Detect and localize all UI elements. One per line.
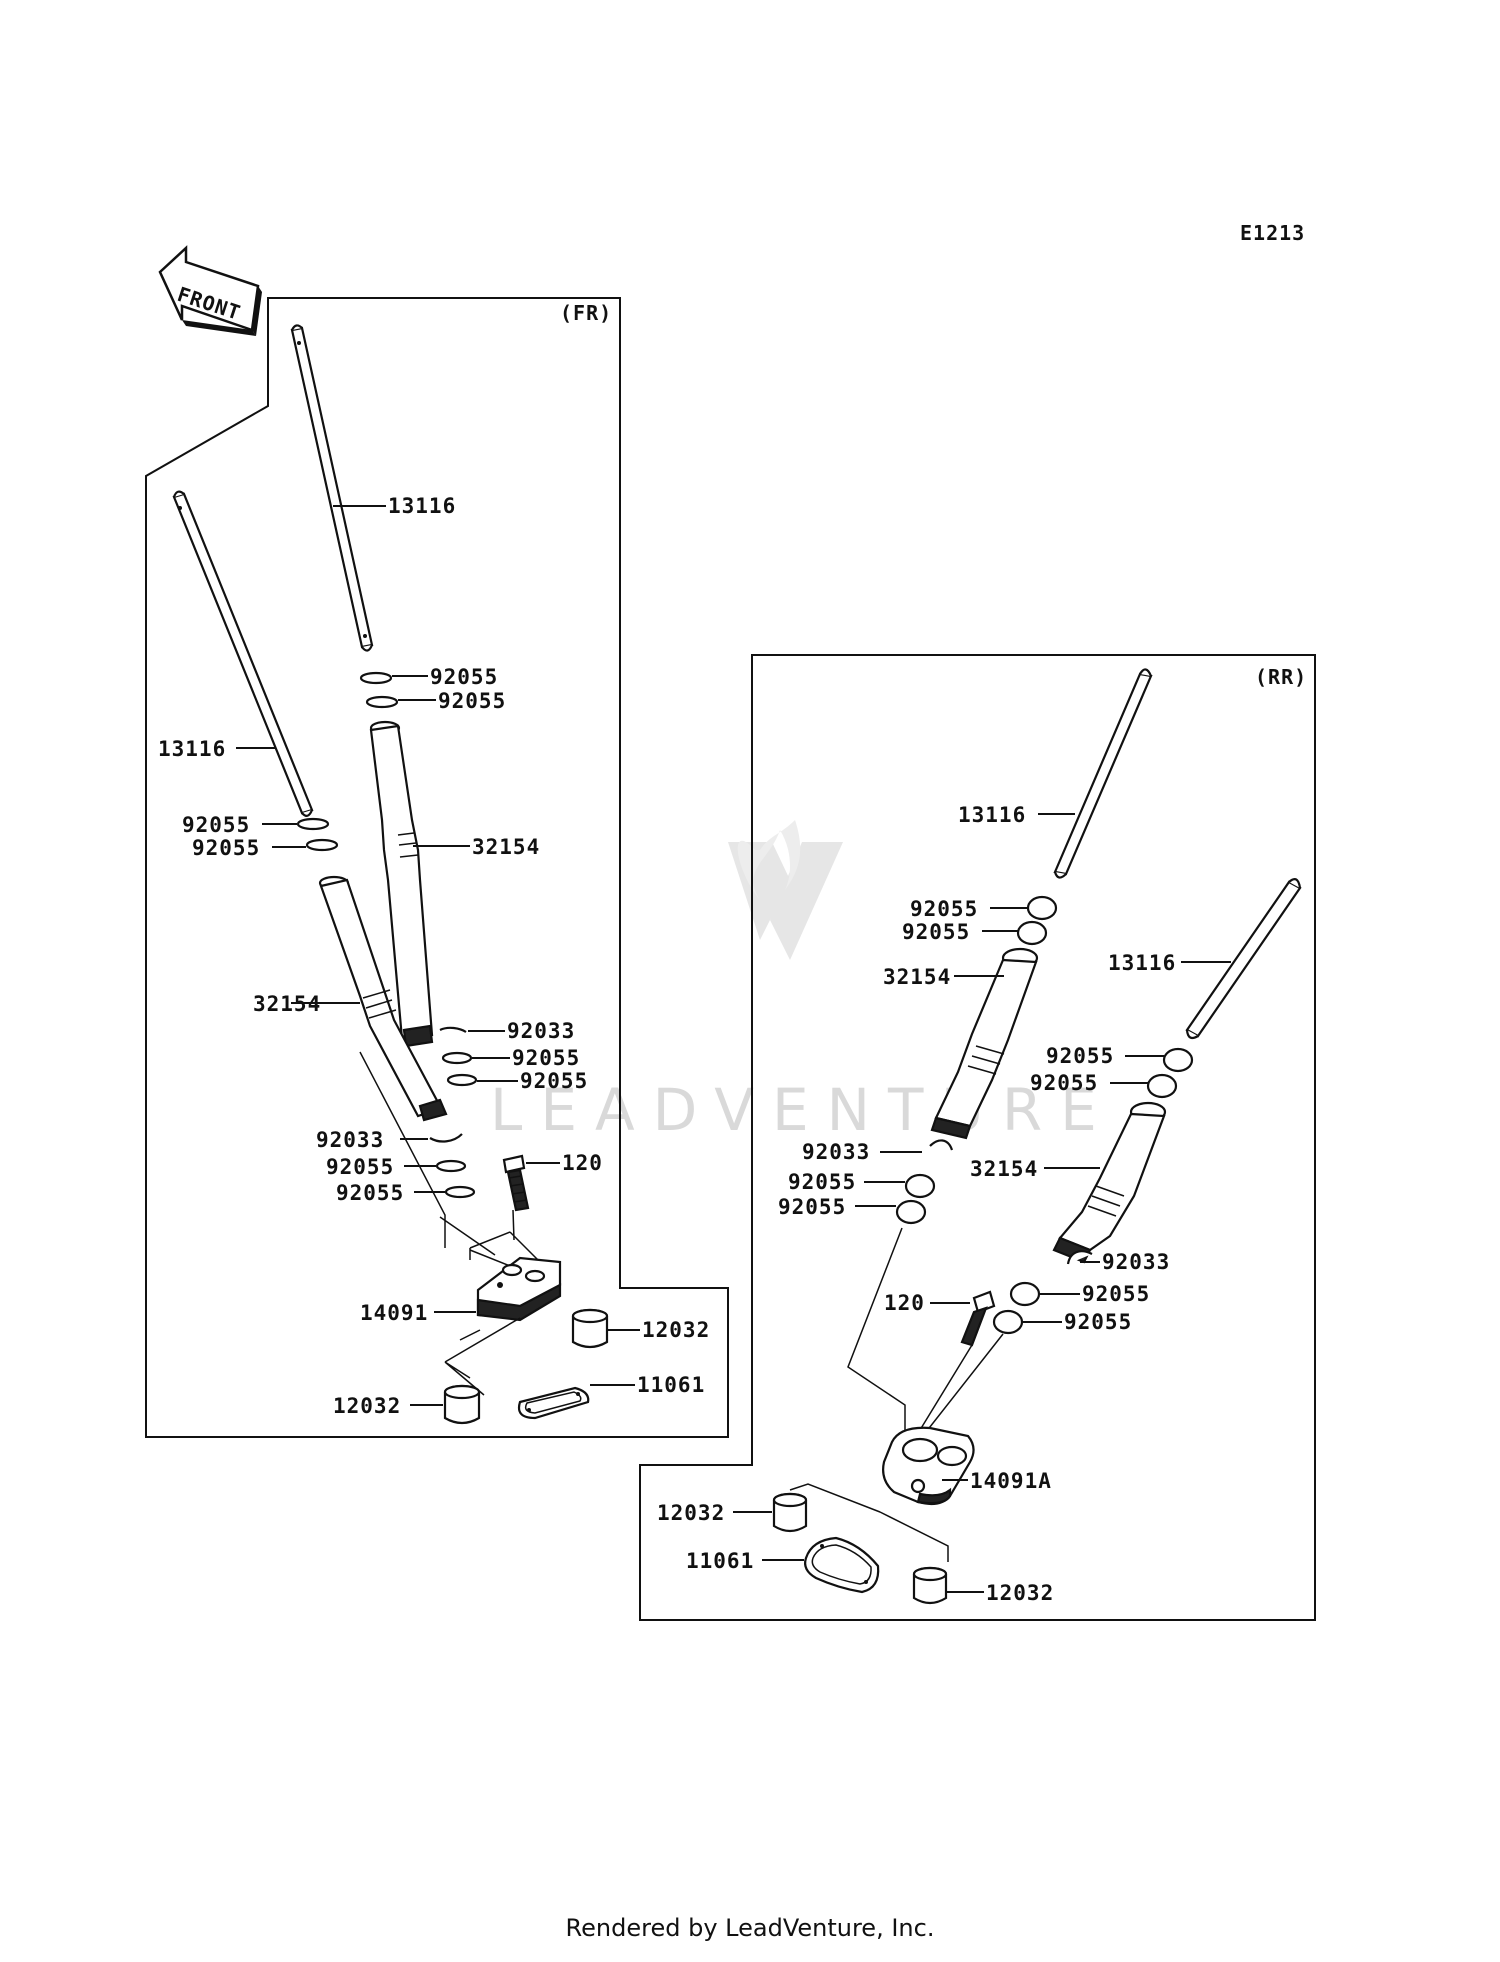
label-32154-upper: 32154 — [472, 835, 540, 859]
label-92055-2: 92055 — [438, 689, 506, 713]
label-13116-rear-2: 13116 — [1108, 951, 1176, 975]
label-92055-rear-3: 92055 — [1046, 1044, 1114, 1068]
label-32154-rear-1: 32154 — [883, 965, 951, 989]
front-arrow-icon: FRONT — [158, 245, 262, 336]
dowel-pin-rear — [772, 1492, 808, 1533]
label-92055-1: 92055 — [430, 665, 498, 689]
oring — [305, 838, 339, 852]
label-92055-7: 92055 — [326, 1155, 394, 1179]
oring — [992, 1309, 1024, 1335]
label-92055-rear-8: 92055 — [1064, 1310, 1132, 1334]
cover-14091 — [476, 1256, 562, 1322]
rear-section-header: (RR) — [1255, 665, 1307, 689]
label-14091: 14091 — [360, 1301, 428, 1325]
gasket-11061 — [517, 1386, 590, 1420]
dowel-pin — [571, 1308, 609, 1349]
label-92055-4: 92055 — [192, 836, 260, 860]
label-92055-rear-1: 92055 — [910, 897, 978, 921]
label-13116-rear-1: 13116 — [958, 803, 1026, 827]
gasket-11061-rear — [804, 1536, 880, 1594]
label-92055-6: 92055 — [520, 1069, 588, 1093]
label-92055-rear-6: 92055 — [778, 1195, 846, 1219]
front-section-frame — [145, 297, 729, 1438]
label-32154-lower: 32154 — [253, 992, 321, 1016]
clip — [929, 1139, 954, 1151]
push-rod-tube-lower — [318, 875, 448, 1122]
watermark-text: LEADVENTURE — [490, 1076, 1115, 1144]
clip — [429, 1133, 463, 1143]
oring — [441, 1051, 473, 1065]
label-92033-rear-2: 92033 — [1102, 1250, 1170, 1274]
oring — [1009, 1281, 1041, 1307]
label-13116-lower: 13116 — [158, 737, 226, 761]
oring — [1162, 1047, 1194, 1073]
oring — [1146, 1073, 1178, 1099]
label-12032-rear-2: 12032 — [986, 1581, 1054, 1605]
oring — [1026, 895, 1058, 921]
oring — [895, 1199, 927, 1225]
label-12032-front-2: 12032 — [333, 1394, 401, 1418]
label-120-front: 120 — [562, 1151, 603, 1175]
diagram-id: E1213 — [1240, 221, 1305, 245]
label-32154-rear-2: 32154 — [970, 1157, 1038, 1181]
label-92055-rear-2: 92055 — [902, 920, 970, 944]
push-rod-rear-2 — [1185, 878, 1302, 1040]
label-120-rear: 120 — [884, 1291, 925, 1315]
label-92055-5: 92055 — [512, 1046, 580, 1070]
clip — [1066, 1250, 1093, 1265]
label-92055-rear-7: 92055 — [1082, 1282, 1150, 1306]
oring — [359, 671, 393, 685]
label-12032-rear-1: 12032 — [657, 1501, 725, 1525]
dowel-pin-rear — [912, 1566, 948, 1605]
oring — [365, 695, 399, 709]
bolt — [502, 1154, 530, 1212]
push-rod-upper — [290, 324, 374, 652]
label-92055-rear-5: 92055 — [788, 1170, 856, 1194]
label-11061-front: 11061 — [637, 1373, 705, 1397]
footer-credit: Rendered by LeadVenture, Inc. — [565, 1914, 935, 1942]
dowel-pin — [443, 1384, 481, 1425]
oring — [296, 817, 330, 831]
oring — [444, 1185, 476, 1199]
label-11061-rear: 11061 — [686, 1549, 754, 1573]
push-rod-lower — [172, 490, 314, 817]
oring — [446, 1073, 478, 1087]
label-92055-8: 92055 — [336, 1181, 404, 1205]
label-12032-front-1: 12032 — [642, 1318, 710, 1342]
label-92033-1: 92033 — [507, 1019, 575, 1043]
label-92033-rear-1: 92033 — [802, 1140, 870, 1164]
oring — [904, 1173, 936, 1199]
push-rod-tube-rear-1 — [930, 947, 1039, 1140]
label-92055-rear-4: 92055 — [1030, 1071, 1098, 1095]
cover-14091A — [882, 1426, 975, 1506]
rear-section-frame — [639, 654, 1316, 1621]
label-13116-upper: 13116 — [388, 494, 456, 518]
push-rod-tube-upper — [369, 720, 434, 1048]
push-rod-tube-rear-2 — [1052, 1101, 1167, 1264]
front-section-header: (FR) — [560, 301, 612, 325]
clip — [439, 1026, 467, 1033]
leadventure-watermark: LEADVENTURE — [490, 820, 1115, 1144]
oring — [1016, 920, 1048, 946]
label-92055-3: 92055 — [182, 813, 250, 837]
label-92033-2: 92033 — [316, 1128, 384, 1152]
oring — [435, 1159, 467, 1173]
push-rod-rear-1 — [1053, 668, 1153, 879]
bolt-rear — [960, 1290, 996, 1347]
label-14091A: 14091A — [970, 1469, 1052, 1493]
